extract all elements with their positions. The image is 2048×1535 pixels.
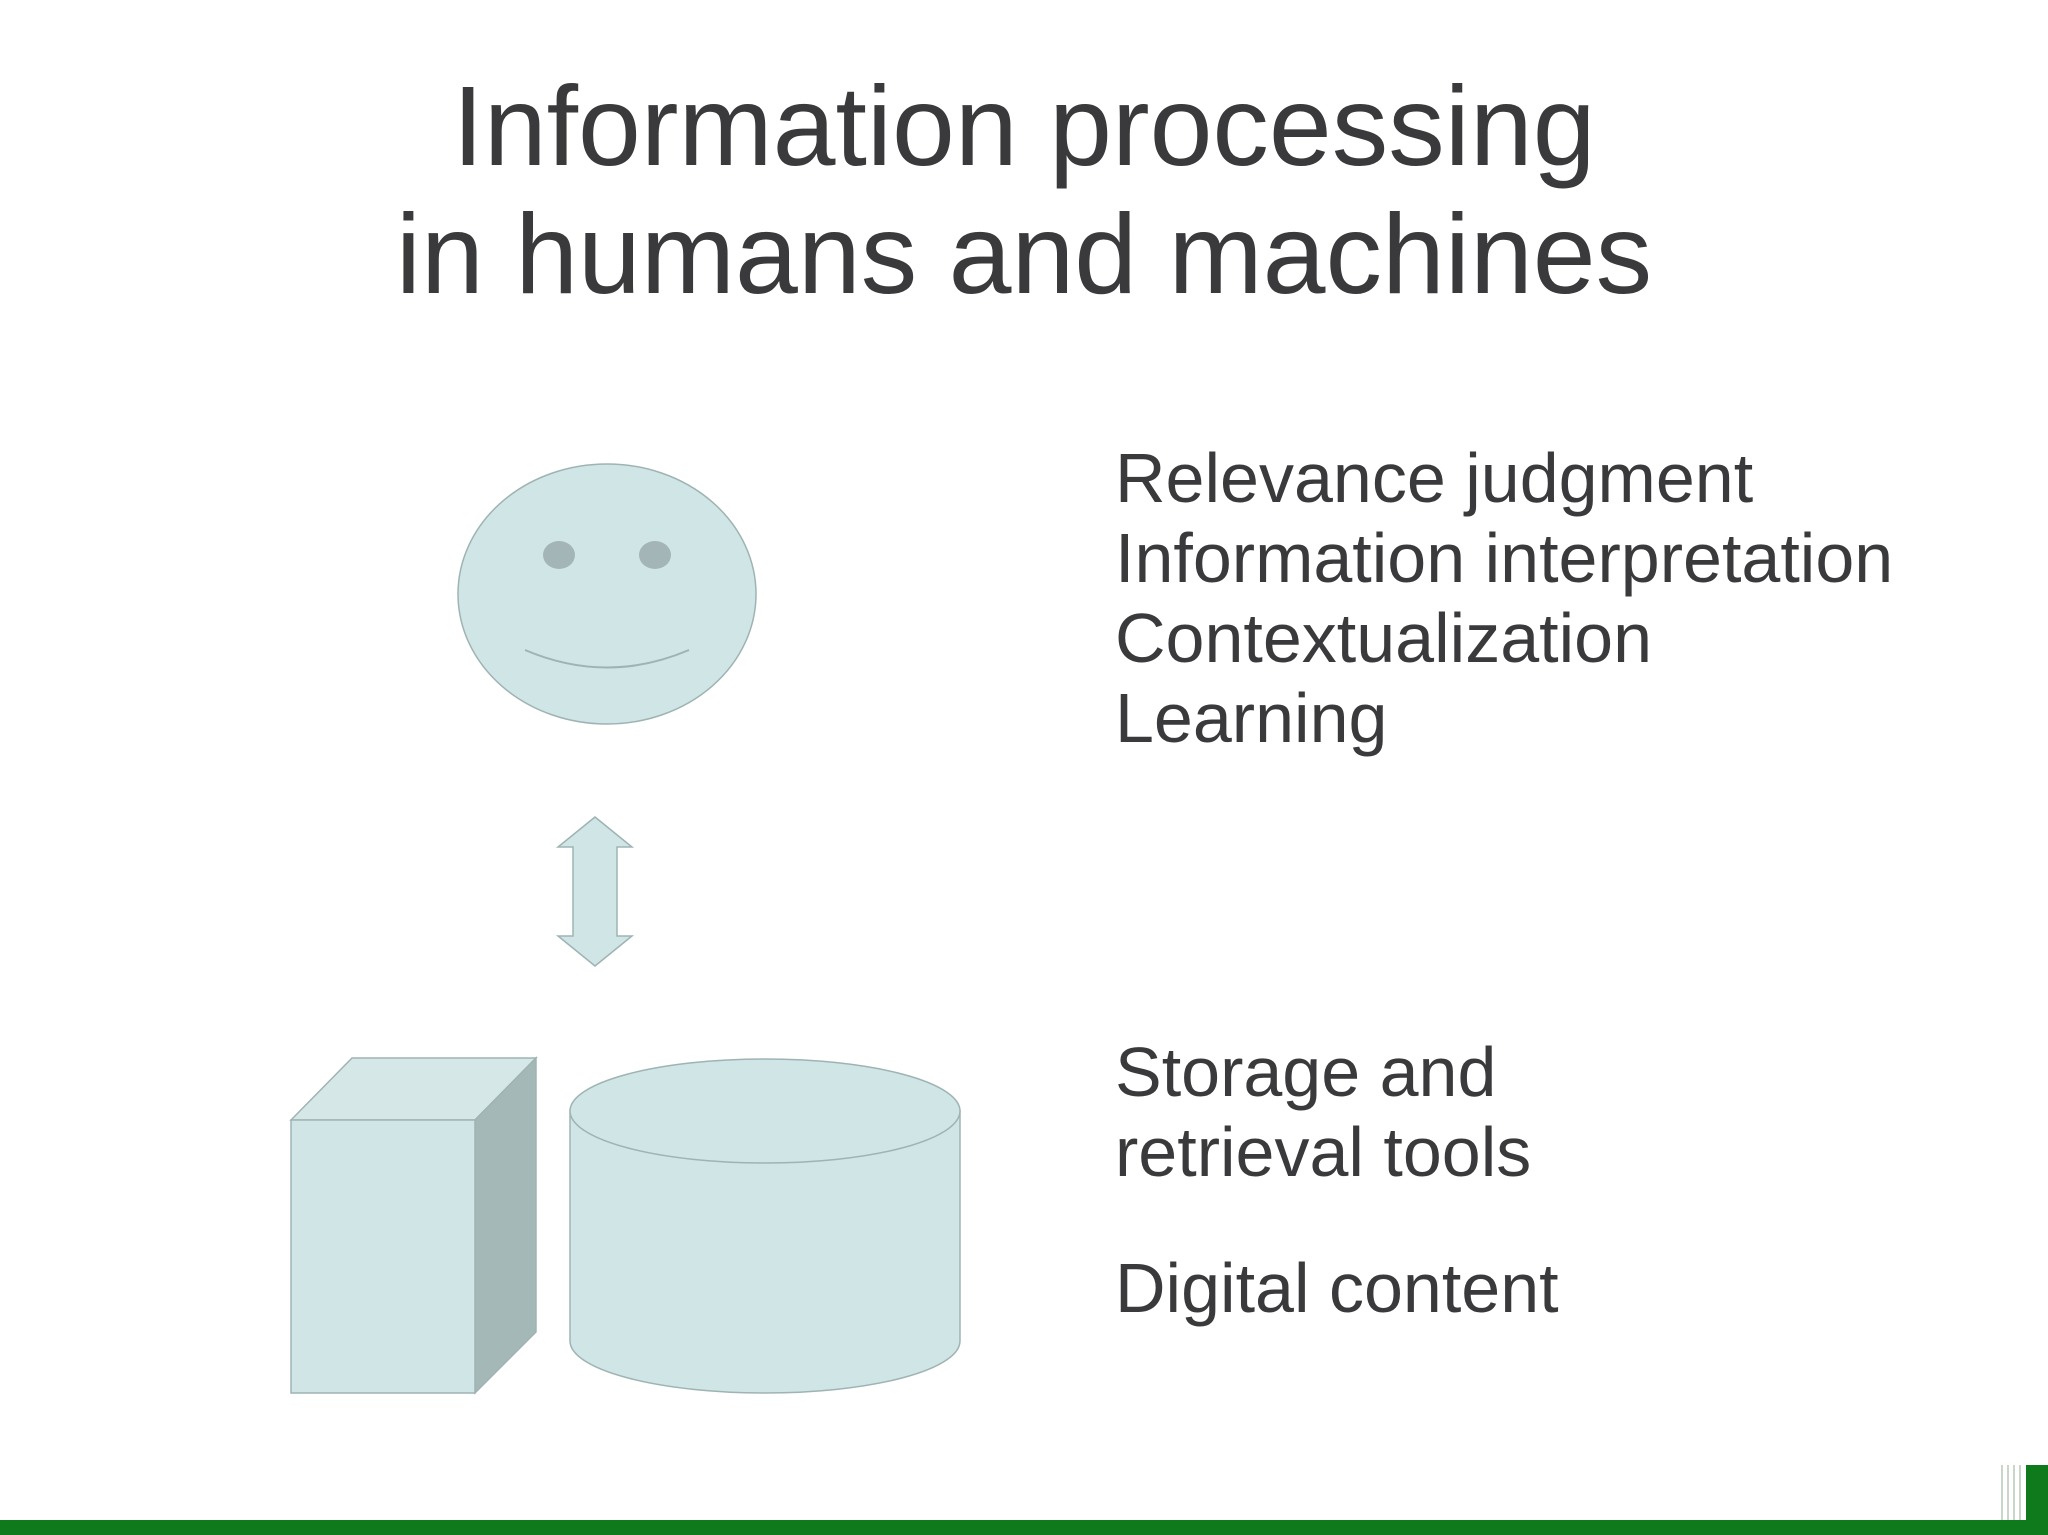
database-cylinder-icon (569, 1058, 961, 1394)
human-task-list: Relevance judgment Information interpret… (1115, 438, 1893, 758)
content-label-text: Digital content (1115, 1249, 1559, 1327)
cylinder-top (569, 1058, 961, 1164)
tools-label: Storage and retrieval tools (1115, 1032, 1531, 1192)
task-relevance: Relevance judgment (1115, 439, 1754, 517)
title-line-1: Information processing (452, 63, 1596, 189)
double-arrow-icon (555, 816, 635, 967)
cube-icon (289, 1056, 538, 1395)
footer-bar (0, 1520, 2048, 1535)
cylinder-body (569, 1110, 961, 1394)
task-learning: Learning (1115, 679, 1388, 757)
smiley-face-icon (457, 463, 757, 725)
right-eye (639, 541, 671, 569)
title-line-2: in humans and machines (395, 191, 1653, 317)
cube-front (290, 1119, 476, 1394)
slide-title: Information processing in humans and mac… (0, 62, 2048, 318)
task-contextualization: Contextualization (1115, 599, 1652, 677)
left-eye (543, 541, 575, 569)
tools-label-line-2: retrieval tools (1115, 1113, 1532, 1191)
task-interpretation: Information interpretation (1115, 519, 1894, 597)
smile (524, 649, 690, 669)
tools-label-line-1: Storage and (1115, 1033, 1497, 1111)
content-label: Digital content (1115, 1248, 1559, 1328)
footer-stripes-icon (2001, 1465, 2048, 1520)
